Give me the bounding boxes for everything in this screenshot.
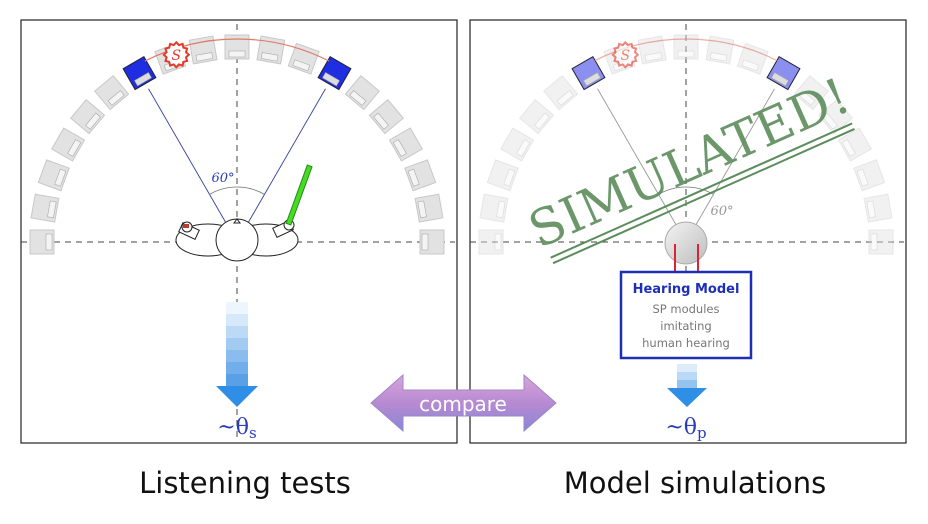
left-caption: Listening tests xyxy=(139,466,351,500)
compare-label: compare xyxy=(419,392,507,416)
speaker-icon xyxy=(388,127,423,162)
speaker-icon xyxy=(29,229,55,255)
pointer-icon xyxy=(285,164,313,226)
speaker-icon xyxy=(519,99,555,135)
speaker-icon xyxy=(486,159,519,192)
speaker-icon xyxy=(94,75,130,111)
svg-text:S: S xyxy=(621,48,631,64)
speaker-icon xyxy=(479,193,509,223)
speaker-icon xyxy=(70,99,106,135)
theta-s-label: ~θs xyxy=(217,415,256,442)
hearing-model-title: Hearing Model xyxy=(633,282,740,297)
speaker-icon xyxy=(344,75,380,111)
speaker-icon xyxy=(404,159,437,192)
speaker-icon xyxy=(37,159,70,192)
svg-text:S: S xyxy=(172,48,182,64)
speaker-icon xyxy=(817,99,853,135)
speaker-icon xyxy=(368,99,404,135)
dummy-head-icon xyxy=(664,221,708,265)
sound-path-line xyxy=(597,88,687,243)
angle-label: 60° xyxy=(710,204,733,219)
speaker-icon xyxy=(287,42,320,75)
speaker-icon xyxy=(837,127,872,162)
active-speaker-icon xyxy=(317,56,352,91)
model-line-2: imitating xyxy=(660,319,711,333)
source-badge-icon: S xyxy=(611,40,640,69)
listening-test-setup: 60° S xyxy=(21,24,455,440)
sound-path-line xyxy=(148,88,238,243)
hearing-model-box xyxy=(619,270,753,360)
speaker-icon xyxy=(705,35,735,65)
speaker-icon xyxy=(500,127,535,162)
model-line-3: human hearing xyxy=(642,336,730,350)
speaker-icon xyxy=(793,75,829,111)
active-speaker-icon xyxy=(122,56,157,91)
speaker-icon xyxy=(868,229,894,255)
speaker-icon xyxy=(51,127,86,162)
down-arrow-left xyxy=(216,302,258,407)
down-arrow-right xyxy=(667,364,707,407)
angle-label: 60° xyxy=(211,171,234,186)
angle-arc xyxy=(209,186,265,195)
active-speaker-icon xyxy=(766,56,801,91)
sound-path-line xyxy=(685,88,775,243)
source-badge-icon: S xyxy=(162,40,191,69)
speaker-icon xyxy=(414,193,444,223)
speaker-icon xyxy=(853,159,886,192)
listener-icon xyxy=(175,218,299,262)
speaker-icon xyxy=(736,42,769,75)
model-line-1: SP modules xyxy=(653,302,720,316)
angle-arc xyxy=(658,186,714,195)
speaker-icon xyxy=(478,229,504,255)
button-icon xyxy=(183,224,189,228)
theta-p-label: ~θp xyxy=(665,415,706,442)
sound-path-line xyxy=(236,88,326,243)
model-simulation-setup: 60° S xyxy=(470,24,904,272)
right-caption: Model simulations xyxy=(563,466,827,500)
speaker-icon xyxy=(30,193,60,223)
speaker-icon xyxy=(419,229,445,255)
ear-signal-lines xyxy=(674,244,699,272)
speaker-icon xyxy=(863,193,893,223)
active-speaker-icon xyxy=(571,56,606,91)
compare-arrow xyxy=(370,373,557,433)
speaker-icon xyxy=(543,75,579,111)
